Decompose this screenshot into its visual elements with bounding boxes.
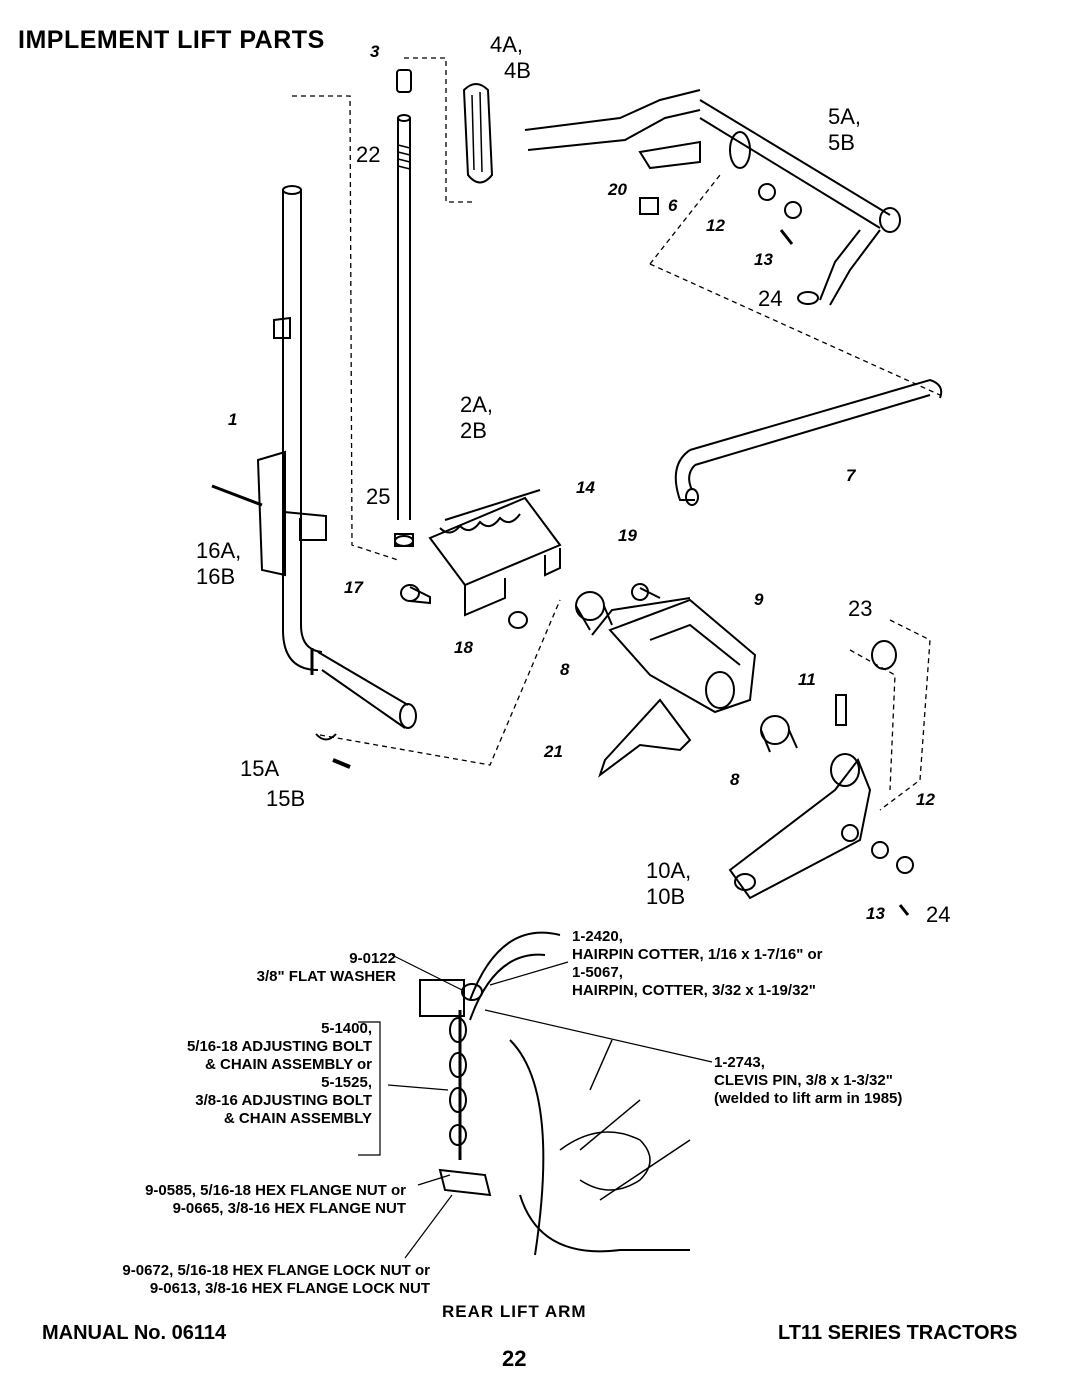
callout-8-upper: 8: [560, 660, 570, 679]
callout-20: 20: [608, 180, 627, 199]
lift-arm-part-10: [728, 753, 914, 916]
callout-14: 14: [576, 478, 595, 497]
rear-lift-detail: [419, 931, 691, 1256]
callout-10b: 10B: [646, 884, 686, 909]
callout-22: 22: [356, 142, 381, 167]
lever-bracket-part-14: [428, 489, 562, 617]
lift-rod-part-2: [394, 69, 414, 547]
callout-5b: 5B: [828, 130, 855, 155]
page-title: IMPLEMENT LIFT PARTS: [18, 26, 325, 54]
callout-24-top: 24: [758, 286, 783, 311]
series-name: LT11 SERIES TRACTORS: [778, 1322, 1018, 1344]
callout-15a: 15A: [240, 756, 280, 781]
callout-23: 23: [848, 596, 873, 621]
page-number: 22: [502, 1346, 527, 1371]
pin-part-11: [835, 694, 847, 726]
callout-leaders: [358, 954, 713, 1259]
note-hex-flange-lock-nut: 9-0672, 5/16-18 HEX FLANGE LOCK NUT or 9…: [122, 1262, 430, 1297]
callout-25: 25: [366, 484, 391, 509]
callout-4a: 4A,: [490, 32, 524, 57]
callout-6: 6: [668, 196, 678, 215]
callout-12-top: 12: [706, 216, 725, 235]
callout-11: 11: [798, 670, 816, 689]
callout-16b: 16B: [196, 564, 236, 589]
callout-12-lower: 12: [916, 790, 935, 809]
note-flat-washer: 9-0122 3/8" FLAT WASHER: [256, 950, 396, 985]
callout-24-lower: 24: [926, 902, 951, 927]
callout-15b: 15B: [266, 786, 306, 811]
callout-7: 7: [846, 466, 856, 485]
callout-3: 3: [370, 42, 380, 61]
hand-grip-part-4: [462, 83, 494, 184]
pivot-bracket-part-9: [591, 597, 757, 778]
rear-lift-arm-label: REAR LIFT ARM: [442, 1302, 587, 1321]
callout-13-top: 13: [754, 250, 773, 269]
small-hardware: [211, 183, 802, 769]
callout-21: 21: [544, 742, 563, 761]
callout-10a: 10A,: [646, 858, 692, 883]
lift-shaft-part-5: [524, 89, 901, 306]
note-hex-flange-nut: 9-0585, 5/16-18 HEX FLANGE NUT or 9-0665…: [145, 1182, 406, 1217]
note-hairpin-cotter: 1-2420, HAIRPIN COTTER, 1/16 x 1-7/16" o…: [572, 928, 823, 999]
retaining-ring-part-23: [871, 640, 897, 670]
callout-1: 1: [228, 410, 238, 429]
callout-2a: 2A,: [460, 392, 494, 417]
note-adjusting-bolt: 5-1400, 5/16-18 ADJUSTING BOLT & CHAIN A…: [186, 1020, 372, 1127]
callout-19: 19: [618, 526, 637, 545]
spacer-part-8: [575, 591, 798, 753]
crossbar-part-7: [674, 378, 943, 506]
callout-16a: 16A,: [196, 538, 242, 563]
callout-2b: 2B: [460, 418, 487, 443]
lift-handle-part-1: [256, 185, 417, 729]
note-clevis-pin: 1-2743, CLEVIS PIN, 3/8 x 1-3/32" (welde…: [714, 1054, 903, 1107]
manual-number: MANUAL No. 06114: [42, 1322, 227, 1344]
callout-18: 18: [454, 638, 473, 657]
callout-8-lower: 8: [730, 770, 740, 789]
callout-9: 9: [754, 590, 764, 609]
callout-4b: 4B: [504, 58, 531, 83]
callout-13-lower: 13: [866, 904, 885, 923]
callout-5a: 5A,: [828, 104, 862, 129]
callout-17: 17: [344, 578, 363, 597]
